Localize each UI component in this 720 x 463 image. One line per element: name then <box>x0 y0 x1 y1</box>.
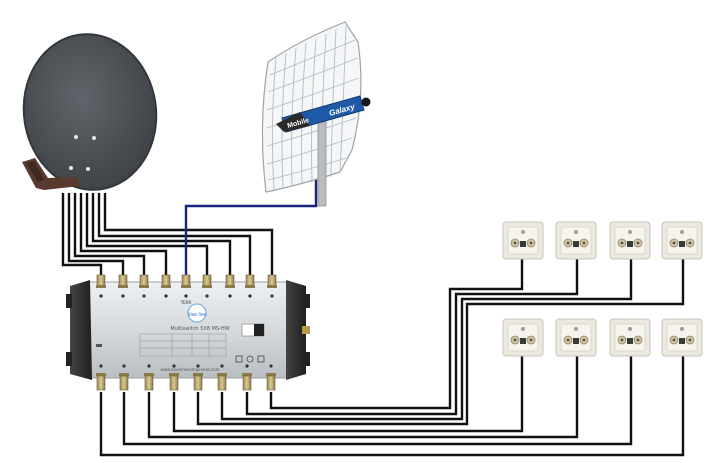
input-port: TERR <box>180 274 192 305</box>
wall-socket <box>661 318 703 357</box>
wall-socket <box>609 221 651 260</box>
wall-socket <box>502 221 544 260</box>
multiswitch: blue line Multiswitch 5X8 MS-HW www.blue… <box>66 274 310 391</box>
input-port <box>225 274 235 298</box>
switch-footer: www.bluelinecomponent.com <box>160 367 219 372</box>
terrestrial-antenna-cable <box>184 178 318 278</box>
wall-socket <box>555 318 597 357</box>
power-indicator <box>96 344 102 347</box>
input-port-label: TERR <box>180 300 192 305</box>
terrestrial-antenna: Mobile Galaxy <box>261 21 371 207</box>
switch-model: Multiswitch 5X8 MS-HW <box>170 326 229 332</box>
input-ports: TERR <box>96 274 277 305</box>
switch-spec-table <box>139 333 227 357</box>
wall-socket <box>502 318 544 357</box>
input-port <box>96 274 106 298</box>
input-port <box>202 274 212 298</box>
output-port <box>217 364 227 391</box>
wall-socket <box>661 221 703 260</box>
output-port <box>193 364 203 391</box>
output-cables <box>99 258 685 457</box>
output-port <box>144 364 154 391</box>
switch-logo-text: blue line <box>188 312 207 318</box>
switch-logo: blue line <box>187 303 207 323</box>
wall-socket <box>555 221 597 260</box>
input-port <box>267 274 277 298</box>
switch-badge <box>241 323 265 337</box>
right-end-cap <box>286 280 306 380</box>
input-port <box>245 274 255 298</box>
wall-socket <box>609 318 651 357</box>
satellite-dish <box>22 33 158 191</box>
output-port <box>96 364 106 391</box>
output-ports <box>96 364 276 391</box>
input-port <box>139 274 149 298</box>
output-port <box>169 364 179 391</box>
output-port <box>119 364 129 391</box>
dish-cables <box>61 193 274 278</box>
input-port <box>161 274 171 298</box>
output-port <box>242 364 252 391</box>
input-port <box>118 274 128 298</box>
compliance-icons <box>235 355 265 363</box>
left-end-cap <box>70 280 92 380</box>
output-port <box>266 364 276 391</box>
wall-sockets <box>502 221 703 357</box>
